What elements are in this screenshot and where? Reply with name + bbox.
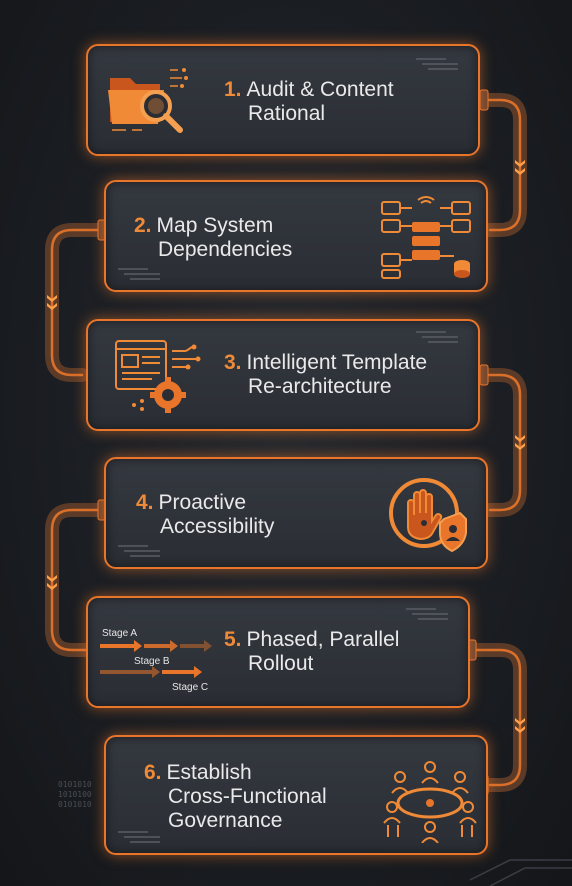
step-title-6: 6.Establish Cross-Functional Governance	[144, 761, 327, 833]
step-line1-3: Intelligent Template	[246, 351, 428, 374]
step-line3-6: Governance	[168, 809, 283, 832]
step-line2-1: Rational	[248, 102, 326, 125]
step-card-6: 6.Establish Cross-Functional Governance	[104, 735, 488, 855]
step-card-3: 3.Intelligent Template Re-architecture	[86, 319, 480, 431]
stage-label-a: Stage A	[102, 628, 137, 639]
step-line2-3: Re-architecture	[248, 375, 392, 398]
template-gear-icon	[112, 337, 204, 422]
step-line1-6: Establish	[166, 761, 252, 784]
binary-line: 1010100	[58, 790, 92, 799]
step-line2-6: Cross-Functional	[168, 785, 327, 808]
circuit-decoration	[118, 831, 160, 843]
step-title-4: 4.Proactive Accessibility	[136, 491, 274, 539]
circuit-decoration	[416, 58, 458, 70]
step-line1-5: Phased, Parallel	[246, 628, 400, 651]
step-card-2: 2.Map System Dependencies	[104, 180, 488, 292]
circuit-decoration	[118, 268, 160, 280]
step-number-3: 3.	[224, 351, 242, 374]
stage-label-c: Stage C	[172, 682, 208, 693]
circuit-decoration	[416, 331, 458, 343]
step-title-2: 2.Map System Dependencies	[134, 214, 292, 262]
step-line1-1: Audit & Content	[246, 78, 394, 101]
step-number-6: 6.	[144, 761, 162, 784]
circuit-decoration	[118, 545, 160, 557]
step-title-3: 3.Intelligent Template Re-architecture	[224, 351, 427, 399]
meeting-table-icon	[382, 755, 478, 848]
binary-decoration: 0101010 1010100 0101010	[58, 780, 92, 810]
step-card-1: 1.Audit & Content Rational	[86, 44, 480, 156]
step-title-1: 1.Audit & Content Rational	[224, 78, 394, 126]
circuit-decoration	[406, 608, 448, 620]
step-title-5: 5.Phased, Parallel Rollout	[224, 628, 399, 676]
step-card-5: Stage A Stage B Stage C 5.Phased, Parall…	[86, 596, 470, 708]
step-number-2: 2.	[134, 214, 152, 237]
binary-line: 0101010	[58, 800, 92, 809]
folder-search-icon	[104, 60, 194, 145]
step-card-4: 4.Proactive Accessibility	[104, 457, 488, 569]
step-number-4: 4.	[136, 491, 154, 514]
stage-arrows-icon: Stage A Stage B Stage C	[100, 628, 212, 693]
step-line2-5: Rollout	[248, 652, 314, 675]
step-number-1: 1.	[224, 78, 242, 101]
step-line2-2: Dependencies	[158, 238, 293, 261]
server-network-icon	[376, 194, 476, 287]
step-line1-4: Proactive	[158, 491, 247, 514]
hand-shield-icon	[386, 473, 472, 562]
step-number-5: 5.	[224, 628, 242, 651]
binary-line: 0101010	[58, 780, 92, 789]
stage-label-b: Stage B	[134, 656, 170, 667]
step-line2-4: Accessibility	[160, 515, 275, 538]
step-line1-2: Map System	[156, 214, 274, 237]
